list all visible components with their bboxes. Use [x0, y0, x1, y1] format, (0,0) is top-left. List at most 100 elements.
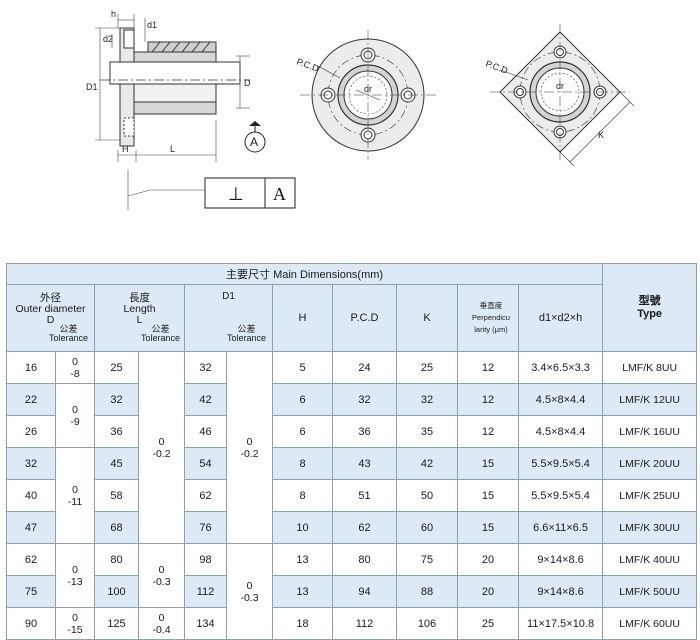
table-row: 26 36 46 6 36 35 12 4.5×8×4.4 LMF/K 16UU: [6, 415, 698, 448]
technical-drawings: h d1 d2 D1 D H L A ⊥ A P.C.D dr: [86, 9, 635, 210]
cell-k: 32: [396, 383, 458, 416]
cell-d1-d2-h: 9×14×8.6: [517, 543, 604, 576]
cell-type: LMF/K 12UU: [602, 383, 698, 416]
cell-outer-tolerance: 0-8: [55, 351, 95, 384]
table-row: 32 0-11 45 54 8 43 42 15 5.5×9.5×5.4 LMF…: [6, 447, 698, 544]
cell-h: 5: [272, 351, 333, 384]
cell-pcd: 24: [332, 351, 397, 384]
cell-d1-tolerance: 0-0.3: [226, 543, 273, 640]
datum-symbol: A: [244, 121, 266, 153]
outer-diameter-header: 外径 Outer diameter D 公差 Tolerance: [6, 284, 95, 352]
table-body: 16 0-8 25 0-0.2 32 0-0.2 5 24 25 12 3.4×…: [6, 351, 698, 640]
cell-h: 18: [272, 607, 333, 640]
cell-perpendicularity: 12: [457, 351, 519, 384]
cell-d1: 76: [184, 511, 227, 544]
svg-text:A: A: [250, 135, 258, 149]
cell-length-tolerance: 0-0.4: [138, 607, 185, 640]
cell-perpendicularity: 15: [457, 479, 519, 512]
cell-outer-diameter: 47: [6, 511, 56, 544]
d1-header: D1 公差 Tolerance: [184, 284, 273, 352]
type-header: 型號 Type: [602, 263, 698, 352]
cell-pcd: 80: [332, 543, 397, 576]
cell-outer-tolerance: 0-9: [55, 383, 95, 448]
cell-h: 6: [272, 415, 333, 448]
cell-k: 42: [396, 447, 458, 480]
cell-pcd: 43: [332, 447, 397, 480]
cell-d1-d2-h: 11×17.5×10.8: [517, 607, 604, 640]
cell-outer-tolerance: 0-11: [55, 447, 95, 544]
cell-d1-d2-h: 4.5×8×4.4: [517, 383, 604, 416]
h-header: H: [272, 284, 333, 352]
cell-length-tolerance: 0-0.2: [138, 351, 185, 544]
cell-h: 8: [272, 447, 333, 480]
cell-length: 68: [94, 511, 139, 544]
table-row: 16 0-8 25 0-0.2 32 0-0.2 5 24 25 12 3.4×…: [6, 351, 698, 544]
cell-type: LMF/K 40UU: [602, 543, 698, 576]
cell-k: 50: [396, 479, 458, 512]
dim-label-H: H: [122, 144, 129, 154]
cell-outer-diameter: 90: [6, 607, 56, 640]
k-header: K: [396, 284, 458, 352]
pcd-label-square: P.C.D: [484, 58, 509, 75]
cell-h: 10: [272, 511, 333, 544]
dim-label-L: L: [170, 144, 175, 154]
dim-label-D1: D1: [86, 82, 98, 92]
perpendicularity-symbol: ⊥: [228, 184, 244, 204]
cell-d1: 42: [184, 383, 227, 416]
cell-h: 6: [272, 383, 333, 416]
cell-type: LMF/K 60UU: [602, 607, 698, 640]
cell-d1-tolerance: 0-0.2: [226, 351, 273, 544]
dim-label-h: h: [111, 9, 116, 19]
dr-label-square: dr: [556, 81, 564, 91]
cell-d1-d2-h: 5.5×9.5×5.4: [517, 479, 604, 512]
cell-length: 125: [94, 607, 139, 640]
cell-d1: 62: [184, 479, 227, 512]
cell-d1: 112: [184, 575, 227, 608]
dimension-lines: [95, 14, 250, 210]
cell-perpendicularity: 15: [457, 511, 519, 544]
cell-h: 8: [272, 479, 333, 512]
cell-outer-tolerance: 0-13: [55, 543, 95, 608]
cell-outer-diameter: 16: [6, 351, 56, 384]
cell-outer-diameter: 75: [6, 575, 56, 608]
cell-length: 80: [94, 543, 139, 576]
cell-type: LMF/K 8UU: [602, 351, 698, 384]
dim-label-d1: d1: [147, 20, 157, 30]
cell-outer-diameter: 22: [6, 383, 56, 416]
cell-outer-diameter: 40: [6, 479, 56, 512]
cell-perpendicularity: 20: [457, 543, 519, 576]
table-row: 75 100 112 13 94 88 20 9×14×8.6 LMF/K 50…: [6, 575, 698, 608]
cell-d1-d2-h: 6.6×11×6.5: [517, 511, 604, 544]
cell-length: 25: [94, 351, 139, 384]
cell-pcd: 32: [332, 383, 397, 416]
cell-h: 13: [272, 575, 333, 608]
frame-datum-letter: A: [273, 184, 286, 204]
cell-outer-diameter: 26: [6, 415, 56, 448]
cell-perpendicularity: 15: [457, 447, 519, 480]
cell-length: 36: [94, 415, 139, 448]
cell-k: 60: [396, 511, 458, 544]
pcd-label-round: P.C.D: [295, 56, 320, 73]
cell-d1: 54: [184, 447, 227, 480]
cell-d1-d2-h: 9×14×8.6: [517, 575, 604, 608]
cell-pcd: 62: [332, 511, 397, 544]
cell-k: 25: [396, 351, 458, 384]
pcd-header: P.C.D: [332, 284, 397, 352]
table-row: 22 0-9 32 42 6 32 32 12 4.5×8×4.4 LMF/K …: [6, 383, 698, 448]
cell-k: 88: [396, 575, 458, 608]
cell-length: 58: [94, 479, 139, 512]
cell-perpendicularity: 25: [457, 607, 519, 640]
cell-outer-diameter: 62: [6, 543, 56, 576]
cell-k: 106: [396, 607, 458, 640]
dr-label-round: dr: [364, 84, 372, 94]
cell-d1-d2-h: 4.5×8×4.4: [517, 415, 604, 448]
table-row: 62 0-13 80 0-0.3 98 0-0.3 13 80 75 20 9×…: [6, 543, 698, 640]
dim-label-D: D: [244, 78, 251, 88]
d1-d2-h-header: d1×d2×h: [517, 284, 604, 352]
cell-type: LMF/K 20UU: [602, 447, 698, 480]
cell-length: 45: [94, 447, 139, 480]
table-row: 47 68 76 10 62 60 15 6.6×11×6.5 LMF/K 30…: [6, 511, 698, 544]
cell-d1: 98: [184, 543, 227, 576]
cell-d1-d2-h: 3.4×6.5×3.3: [517, 351, 604, 384]
cell-d1: 46: [184, 415, 227, 448]
